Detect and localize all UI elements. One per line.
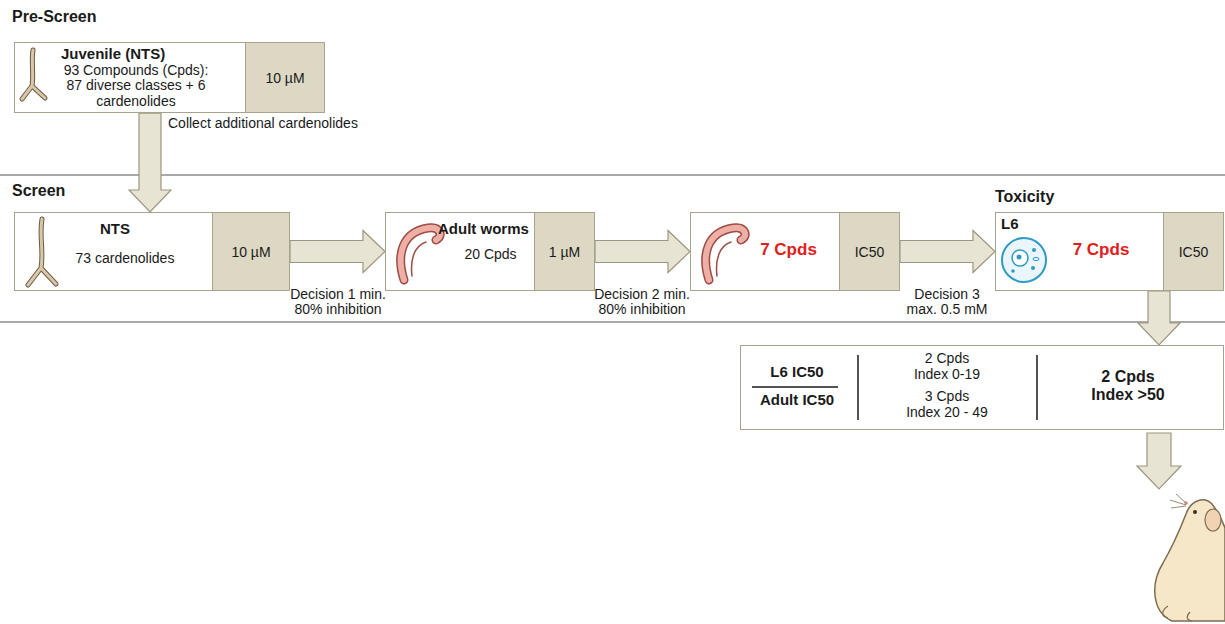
- block-arrow: [595, 231, 690, 273]
- toxicity-box: L6 7 Cpds IC50: [995, 212, 1224, 291]
- box-text: 3 Cpds Index 20 - 49: [906, 388, 988, 420]
- panel-text: 10 µM: [231, 244, 270, 260]
- section-line: [0, 322, 1225, 323]
- juvenile-worm-icon: [22, 50, 45, 99]
- fraction-bar: [752, 386, 838, 388]
- decision-label: Decision 1 min. 80% inhibition: [263, 287, 413, 317]
- block-arrow: [1138, 291, 1180, 345]
- dose-panel: 10 µM: [212, 213, 289, 290]
- box-heading: L6 IC50: [747, 364, 847, 381]
- block-arrow: [129, 113, 171, 212]
- screen-box: NTS 73 cardenolides 10 µM: [14, 212, 290, 291]
- section-line: [0, 175, 1225, 176]
- block-arrow: [900, 231, 995, 273]
- adult-worm-icon: [706, 228, 745, 280]
- decision-label: Decision 3 max. 0.5 mM: [872, 287, 1022, 317]
- dose-panel: IC50: [1163, 213, 1223, 290]
- decision-label: Decision 2 min. 80% inhibition: [567, 287, 717, 317]
- panel-text: IC50: [855, 244, 885, 260]
- dose-panel: 10 µM: [245, 43, 324, 112]
- cell-icon: [1002, 238, 1046, 282]
- result-box: L6 IC50Adult IC50 2 Cpds Index 0-19 3 Cpds…: [740, 345, 1224, 430]
- box-heading: Juvenile (NTS): [61, 46, 211, 63]
- screen-box: Adult worms 20 Cpds 1 µM: [385, 212, 595, 291]
- box-text: 20 Cpds: [448, 247, 533, 262]
- dose-panel: 1 µM: [534, 213, 594, 290]
- adult-worm-icon: [401, 228, 440, 280]
- box-text: 2 Cpds Index 0-19: [906, 350, 988, 382]
- section-label: Pre-Screen: [12, 8, 97, 26]
- panel-text: 10 µM: [265, 70, 304, 86]
- decision-label: Collect additional cardenolides: [168, 116, 448, 131]
- box-heading: NTS: [75, 221, 155, 238]
- divider-bar: [857, 355, 859, 420]
- box-text: 93 Compounds (Cpds): 87 diverse classes …: [63, 63, 209, 109]
- box-heading: 7 Cpds: [741, 241, 836, 260]
- box-text: 7 Cpds: [1051, 241, 1151, 260]
- prescreen-box: Juvenile (NTS)93 Compounds (Cpds): 87 di…: [14, 42, 325, 113]
- block-arrow: [1137, 433, 1181, 489]
- screen-box: 7 Cpds IC50: [690, 212, 900, 291]
- box-text: Adult IC50: [747, 392, 847, 409]
- dose-panel: IC50: [839, 213, 899, 290]
- juvenile-worm-icon: [28, 219, 56, 285]
- divider-bar: [1036, 355, 1038, 420]
- box-heading: Adult worms: [438, 221, 534, 238]
- mouse-illustration: [1155, 494, 1225, 621]
- box-text: 2 Cpds Index >50: [1084, 368, 1172, 405]
- panel-text: IC50: [1179, 244, 1209, 260]
- section-label: Screen: [12, 182, 65, 200]
- panel-text: 1 µM: [549, 244, 580, 260]
- section-label: Toxicity: [995, 188, 1054, 206]
- box-heading: L6: [1001, 216, 1041, 233]
- block-arrow: [290, 231, 385, 273]
- box-text: 73 cardenolides: [60, 251, 190, 266]
